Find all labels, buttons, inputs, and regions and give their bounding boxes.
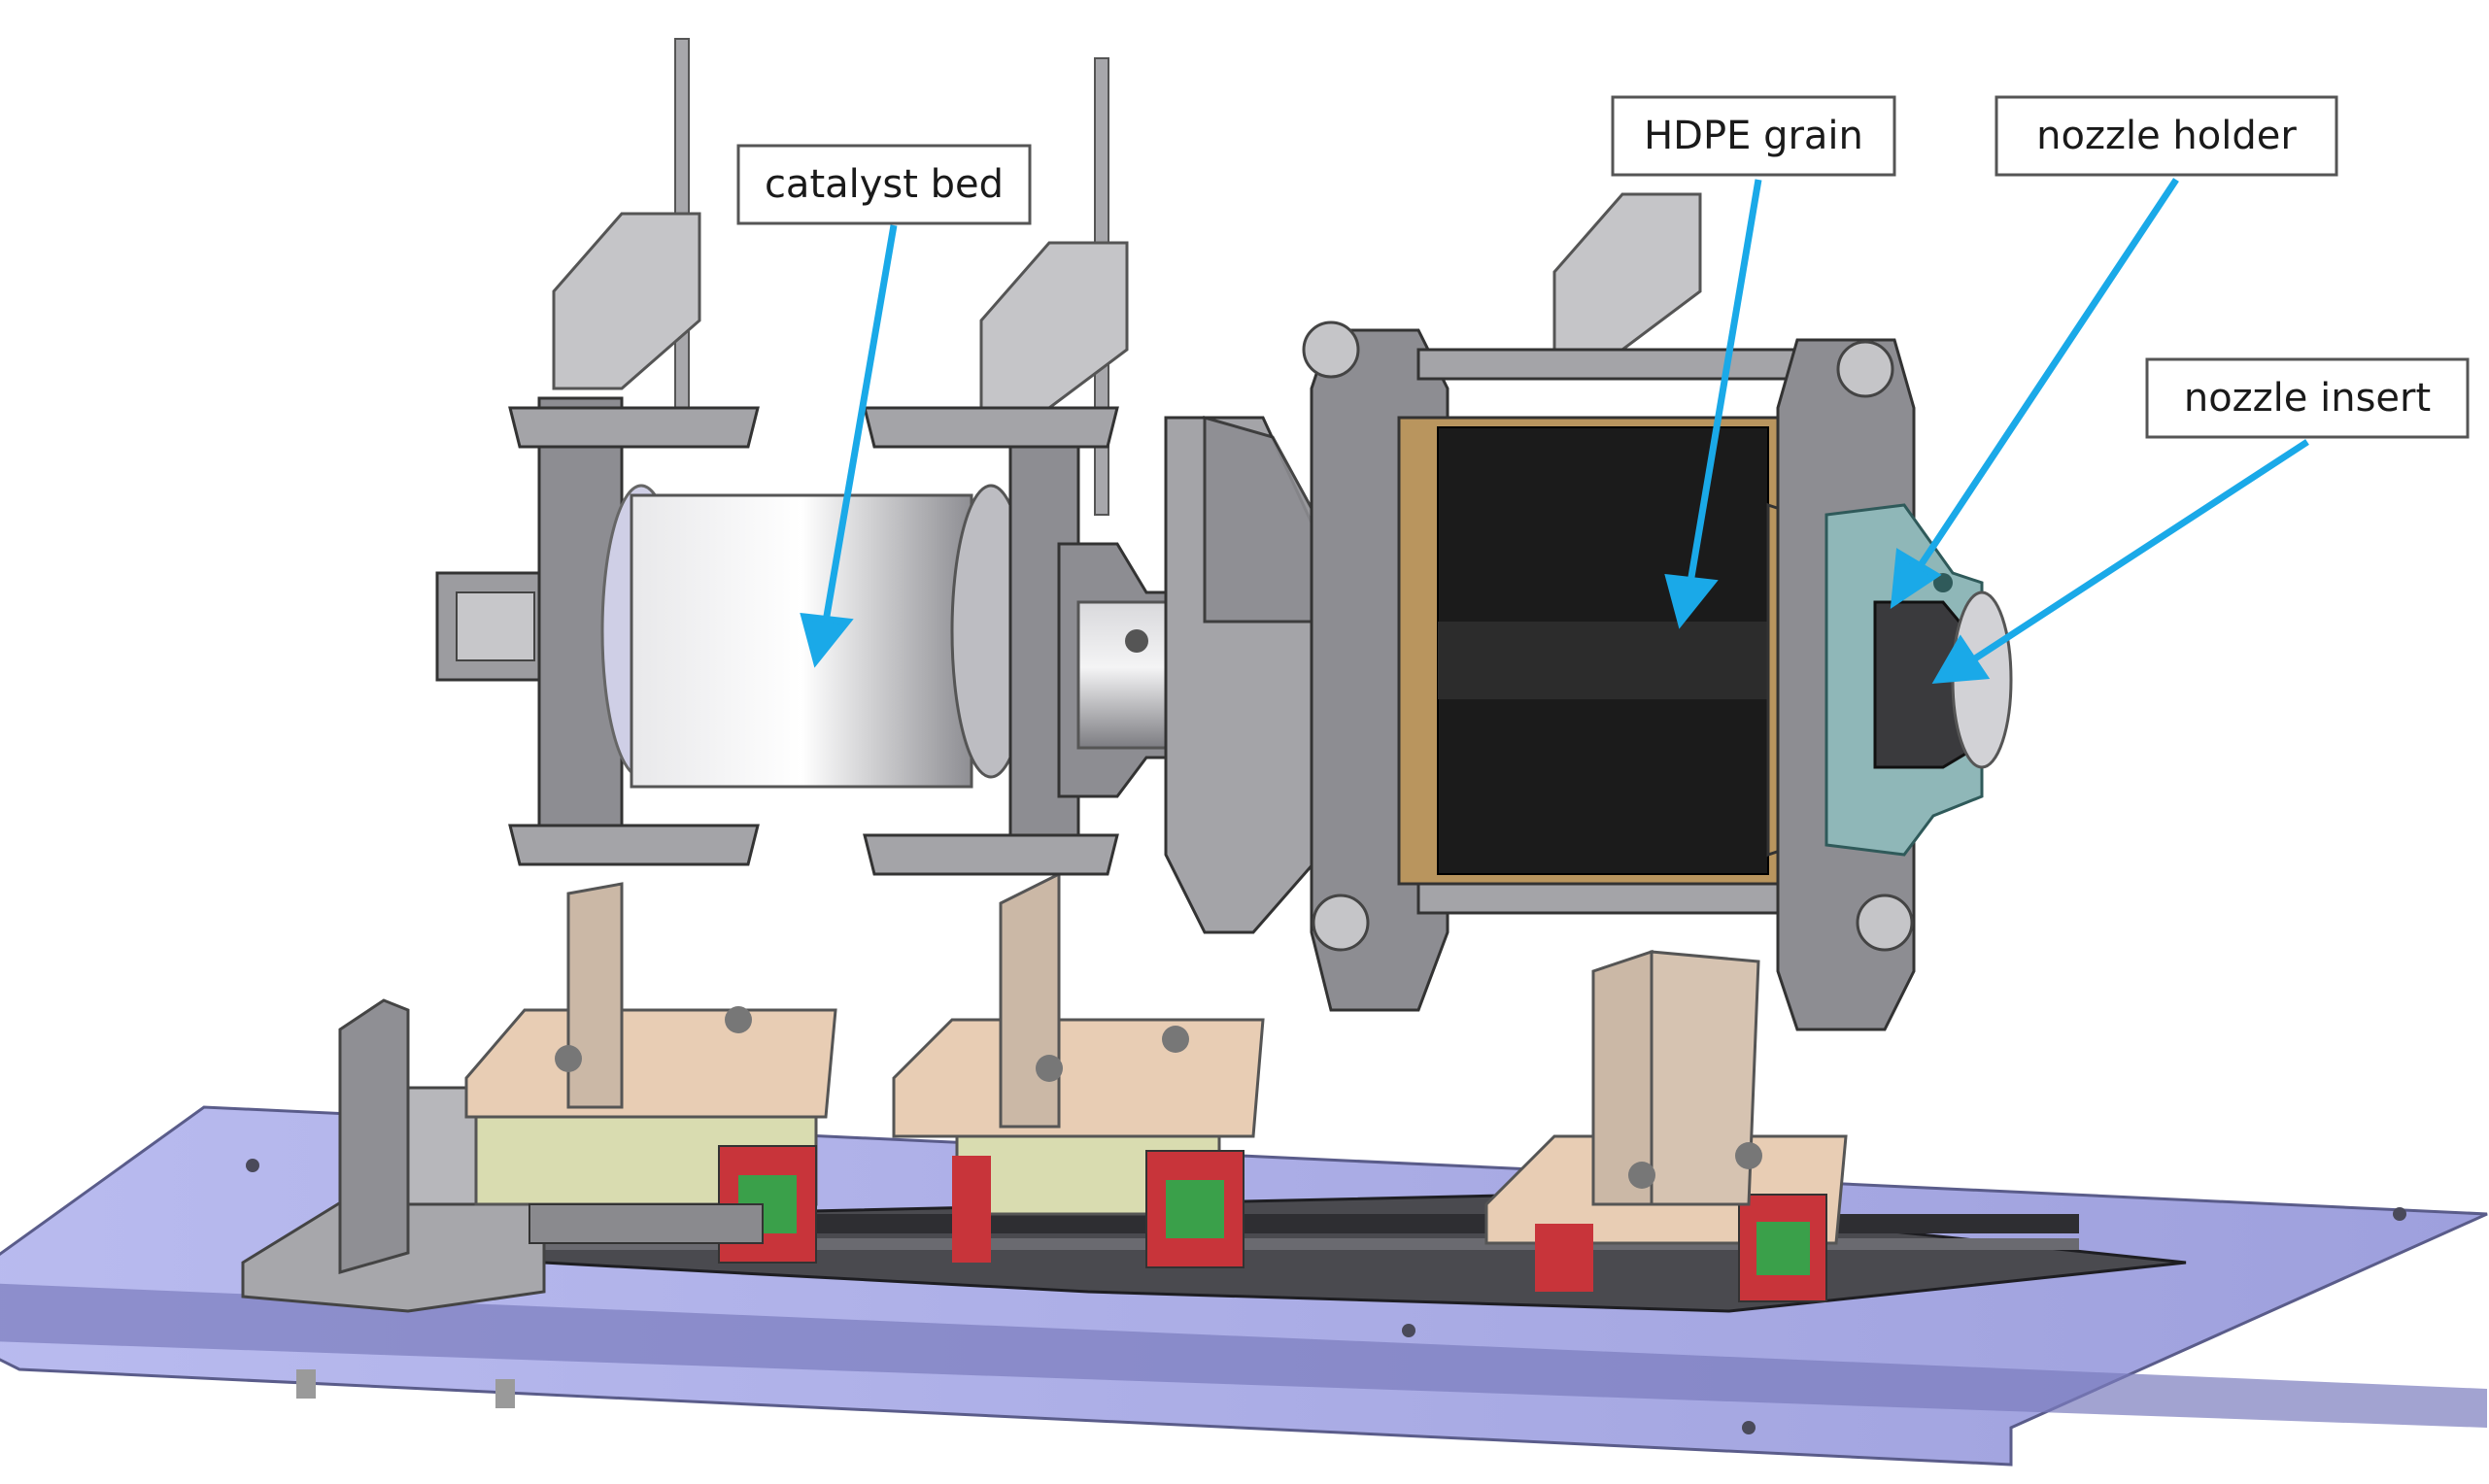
callout-catalyst-bed: catalyst bed bbox=[736, 144, 1032, 225]
arrow-nozzle-holder bbox=[1916, 178, 2179, 570]
callout-nozzle-holder: nozzle holder bbox=[1995, 95, 2338, 177]
mount-3 bbox=[1484, 949, 1848, 1302]
callout-catalyst-bed-label: catalyst bed bbox=[765, 162, 1004, 207]
arrow-hdpe-grain bbox=[1687, 179, 1762, 584]
callout-hdpe-grain-label: HDPE grain bbox=[1644, 114, 1863, 158]
arrow-catalyst-bed bbox=[822, 224, 898, 623]
combustion-chamber bbox=[1302, 320, 1916, 1031]
callout-hdpe-grain: HDPE grain bbox=[1611, 95, 1896, 177]
catalyst-bed-assembly bbox=[435, 396, 1119, 876]
mount-2 bbox=[892, 871, 1265, 1268]
arrow-nozzle-insert bbox=[1970, 439, 2309, 663]
end-bracket bbox=[241, 998, 546, 1313]
mount-1 bbox=[464, 882, 837, 1264]
arrows bbox=[800, 178, 2309, 685]
injector-tube bbox=[1057, 416, 1430, 934]
support-rods bbox=[552, 38, 1702, 516]
callout-nozzle-insert-label: nozzle insert bbox=[2184, 376, 2431, 421]
callout-nozzle-holder-label: nozzle holder bbox=[2036, 114, 2297, 158]
callout-nozzle-insert: nozzle insert bbox=[2145, 357, 2470, 439]
